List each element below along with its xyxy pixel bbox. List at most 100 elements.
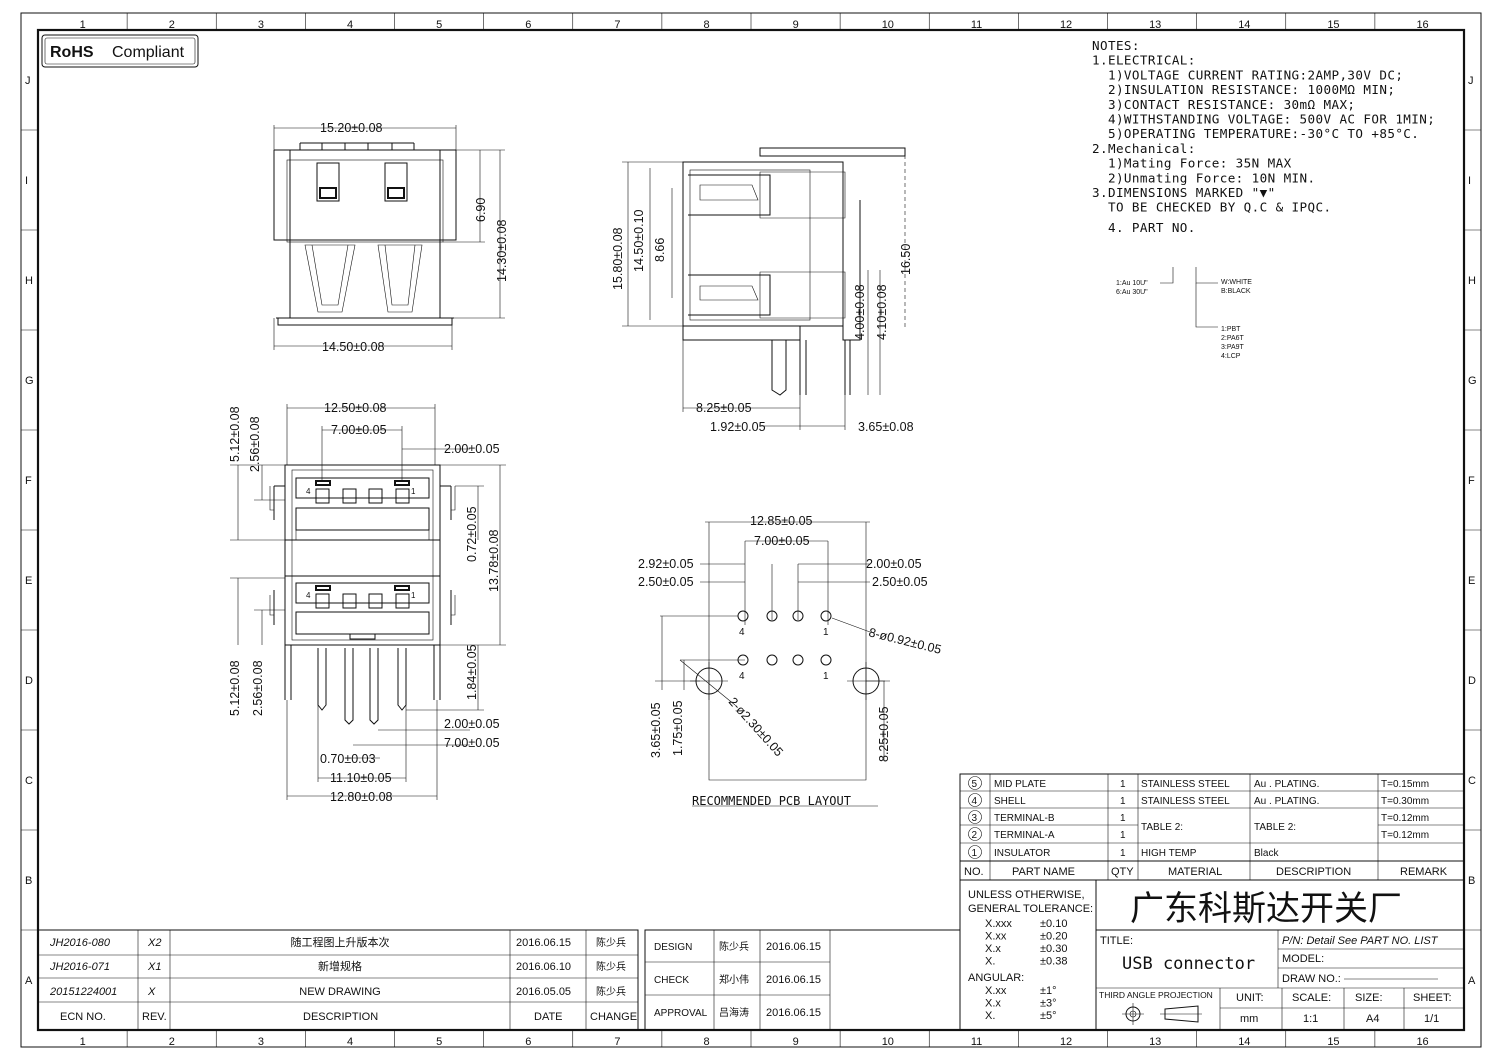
grid-column-label: 5 — [436, 19, 442, 31]
grid-row-label: E — [25, 575, 32, 587]
part-name: SHELL — [994, 796, 1026, 807]
drawno-label: DRAW NO.: — [1282, 973, 1341, 985]
grid-row-label: A — [1468, 975, 1476, 987]
dim-label: 8.25±0.05 — [696, 401, 752, 415]
tolerance-title: GENERAL TOLERANCE: — [968, 903, 1093, 915]
part-key-text: 6:Au 30U" — [1116, 289, 1148, 296]
size-label: SIZE: — [1355, 992, 1383, 1004]
rev-date: 2016.06.15 — [516, 937, 571, 949]
pin-label: 4 — [739, 627, 745, 638]
grid-column-label: 6 — [525, 19, 531, 31]
rev-description: 新增规格 — [318, 959, 362, 973]
rev-description: 随工程图上升版本次 — [291, 935, 390, 949]
note-line: 3.DIMENSIONS MARKED "▼" — [1092, 185, 1276, 200]
dim-label: 6.90 — [474, 198, 488, 222]
double-view: 4 1 4 1 — [230, 404, 506, 800]
part-key-text: 2:PA6T — [1221, 335, 1245, 342]
grid-row-label: C — [25, 775, 33, 787]
part-key-text: 1:PBT — [1221, 326, 1241, 333]
part-name: TERMINAL-B — [994, 813, 1055, 824]
rev-code: X — [147, 986, 156, 998]
zone-grid: 1122334455667788991010111112121313141415… — [21, 13, 1481, 1048]
size-value: A4 — [1366, 1013, 1379, 1025]
note-line: 4. PART NO. — [1092, 220, 1196, 235]
grid-row-label: J — [25, 75, 31, 87]
tolerance-key: X. — [985, 956, 995, 968]
bom-header: DESCRIPTION — [1276, 866, 1351, 878]
note-line: 5)OPERATING TEMPERATURE:-30°C TO +85°C. — [1092, 126, 1419, 141]
part-number: P/N: Detail See PART NO. LIST — [1282, 935, 1439, 947]
part-description: Au . PLATING. — [1254, 796, 1319, 807]
grid-row-label: I — [1468, 175, 1471, 187]
grid-column-label: 8 — [703, 1036, 709, 1048]
note-line: 2.Mechanical: — [1092, 141, 1196, 156]
item-number: 5 — [972, 779, 978, 790]
pcb-caption: RECOMMENDED PCB LAYOUT — [692, 794, 851, 808]
dim-label: 16.50 — [899, 244, 913, 275]
grid-column-label: 6 — [525, 1036, 531, 1048]
dim-label: 7.00±0.05 — [331, 423, 387, 437]
front-view — [273, 125, 505, 350]
dim-label: 12.50±0.08 — [324, 401, 387, 415]
note-line: 1.ELECTRICAL: — [1092, 53, 1196, 68]
dim-label: 1.92±0.05 — [710, 420, 766, 434]
bom-header: REMARK — [1400, 866, 1448, 878]
dim-label: 2.00±0.05 — [444, 442, 500, 456]
note-line: 2)INSULATION RESISTANCE: 1000MΩ MIN; — [1092, 82, 1395, 97]
part-qty: 1 — [1120, 848, 1126, 859]
part-qty: 1 — [1120, 779, 1126, 790]
grid-row-label: C — [1468, 775, 1476, 787]
item-number-circle — [968, 845, 982, 859]
grid-column-label: 4 — [347, 1036, 353, 1048]
rev-header: CHANGE — [590, 1011, 637, 1023]
grid-row-label: F — [25, 475, 32, 487]
note-line: 1)VOLTAGE CURRENT RATING:2AMP,30V DC; — [1092, 67, 1403, 82]
dim-label: 2.56±0.08 — [251, 660, 265, 716]
scale-label: SCALE: — [1292, 992, 1331, 1004]
grid-row-label: I — [25, 175, 28, 187]
dim-label: 3.65±0.08 — [858, 420, 914, 434]
grid-row-label: D — [25, 675, 33, 687]
grid-column-label: 4 — [347, 19, 353, 31]
rev-header: ECN NO. — [60, 1011, 106, 1023]
company-name: 广东科斯达开关厂 — [1130, 890, 1402, 928]
grid-column-label: 5 — [436, 1036, 442, 1048]
dim-label: 1.84±0.05 — [465, 644, 479, 700]
part-material: TABLE 2: — [1141, 822, 1183, 833]
part-qty: 1 — [1120, 830, 1126, 841]
item-number-circle — [968, 810, 982, 824]
bom-header: PART NAME — [1012, 866, 1075, 878]
tolerance-value: ±0.20 — [1040, 931, 1067, 943]
grid-column-label: 16 — [1416, 1036, 1428, 1048]
dim-label: 0.70±0.03 — [320, 752, 376, 766]
note-line: 1)Mating Force: 35N MAX — [1092, 156, 1292, 171]
dim-label: 5.12±0.08 — [228, 406, 242, 462]
projection-symbol-icon — [1122, 1003, 1202, 1025]
sheet-label: SHEET: — [1413, 992, 1452, 1004]
grid-column-label: 9 — [793, 1036, 799, 1048]
part-material: HIGH TEMP — [1141, 848, 1197, 859]
rev-by: 陈少兵 — [596, 960, 626, 973]
dim-label: 14.50±0.08 — [322, 340, 385, 354]
item-number: 4 — [972, 796, 978, 807]
part-name: TERMINAL-A — [994, 830, 1055, 841]
dim-label: 2.50±0.05 — [638, 575, 694, 589]
rev-header: DESCRIPTION — [303, 1011, 378, 1023]
side-view — [622, 147, 906, 430]
angular-title: ANGULAR: — [968, 972, 1024, 984]
bom-header: QTY — [1111, 866, 1134, 878]
rev-by: 陈少兵 — [596, 936, 626, 949]
note-line: NOTES: — [1092, 38, 1140, 53]
notes-block: NOTES:1.ELECTRICAL: 1)VOLTAGE CURRENT RA… — [1092, 38, 1435, 235]
rev-description: NEW DRAWING — [299, 986, 380, 998]
item-number-circle — [968, 776, 982, 790]
compliant-text: Compliant — [112, 44, 185, 61]
dim-label: 15.80±0.08 — [611, 227, 625, 290]
grid-column-label: 3 — [258, 1036, 264, 1048]
dim-label: 15.20±0.08 — [320, 121, 383, 135]
dim-label: 2.00±0.05 — [866, 557, 922, 571]
rev-ecn: 20151224001 — [49, 986, 117, 998]
grid-column-label: 14 — [1238, 19, 1250, 31]
